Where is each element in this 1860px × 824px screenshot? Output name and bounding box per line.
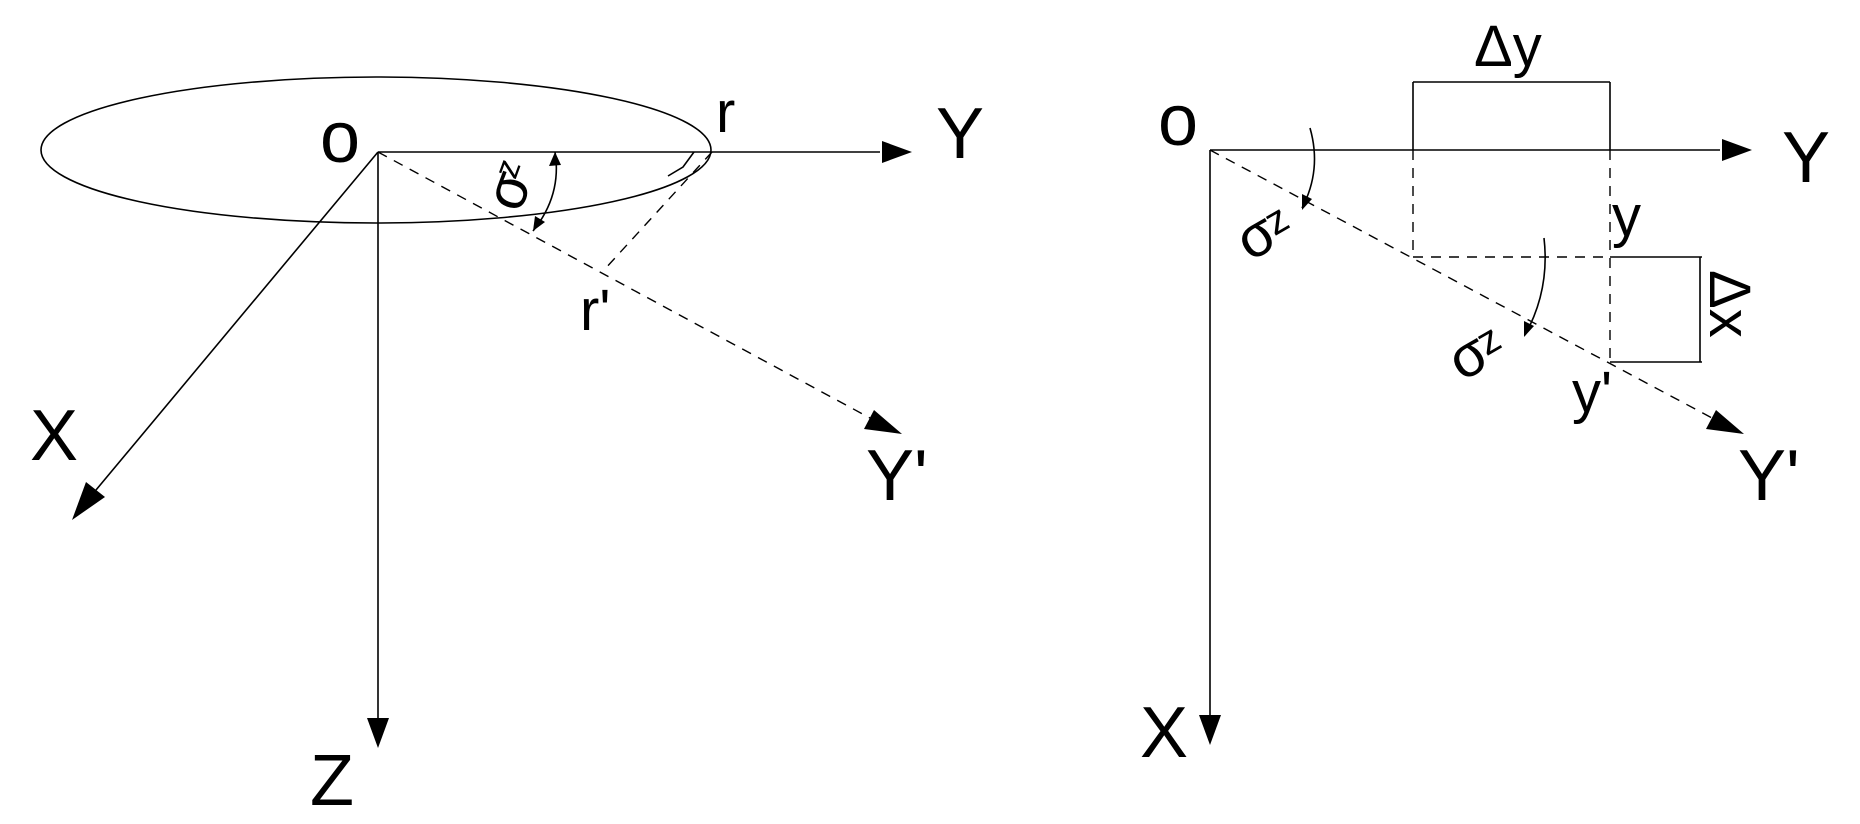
- delta-y-label: Δy: [1474, 14, 1542, 79]
- x-axis-label: X: [1140, 693, 1188, 773]
- y-prime-axis-line: [377, 151, 871, 419]
- right-diagram: o Y X Y' y y' Δy Δx σ z σ z: [1140, 14, 1830, 773]
- angle-label-upper: σ z: [1224, 196, 1296, 273]
- origin-label: o: [320, 98, 360, 178]
- ellipse: [40, 76, 712, 224]
- x-axis-label: X: [30, 396, 78, 476]
- point-r-prime-label: r': [580, 278, 610, 343]
- angle-arc-arrowhead-top: [549, 152, 561, 166]
- y-prime-axis-arrowhead: [1706, 410, 1744, 434]
- y-axis-arrowhead: [1722, 139, 1752, 161]
- x-axis-arrowhead: [1199, 715, 1221, 745]
- svg-text:Δx: Δx: [1697, 270, 1762, 338]
- angle-arc-lower-arrowhead: [1524, 321, 1534, 337]
- projection-line: [603, 151, 713, 271]
- y-prime-axis-label: Y': [866, 436, 928, 516]
- point-y-label: y: [1612, 184, 1641, 249]
- x-axis-line: [95, 151, 379, 491]
- left-diagram: o r r' Y X Z Y' σ z: [30, 76, 984, 821]
- right-angle-marker: [667, 151, 695, 177]
- angle-arc-arrowhead-bottom: [533, 216, 545, 231]
- y-prime-axis-label: Y': [1738, 436, 1800, 516]
- z-axis-label: Z: [310, 741, 354, 821]
- point-r-label: r: [716, 80, 735, 145]
- point-y-prime-label: y': [1572, 360, 1612, 425]
- angle-arc-upper-arrowhead: [1302, 194, 1312, 210]
- y-axis-label: Y: [1782, 118, 1830, 198]
- delta-x-label: Δx: [1697, 270, 1762, 338]
- y-prime-axis-line: [1209, 149, 1713, 419]
- y-axis-label: Y: [936, 94, 984, 174]
- origin-label: o: [1158, 81, 1198, 161]
- x-axis-arrowhead: [72, 482, 105, 520]
- y-axis-arrowhead: [882, 141, 912, 163]
- angle-label-lower: σ z: [1436, 316, 1508, 393]
- y-prime-axis-arrowhead: [864, 410, 902, 434]
- angle-label: σ z: [471, 154, 544, 218]
- z-axis-arrowhead: [367, 718, 389, 748]
